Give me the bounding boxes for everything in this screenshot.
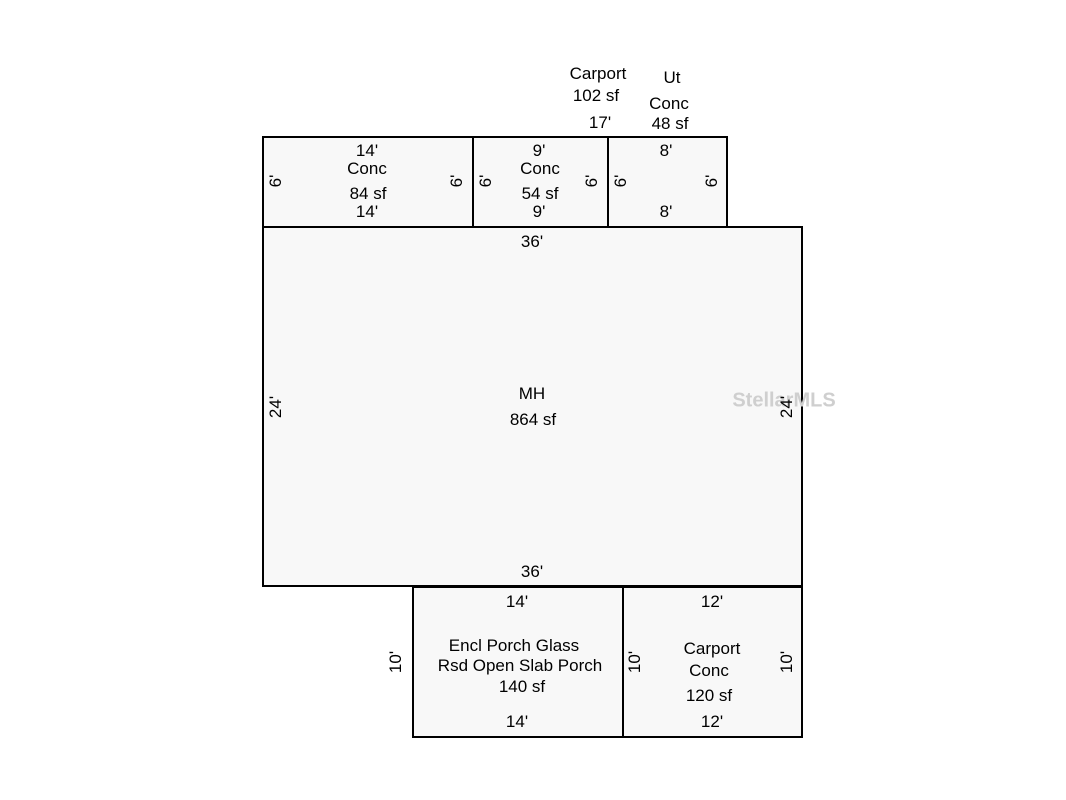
carport120-left-dim: 10' (625, 650, 644, 674)
porch-bottom-dim: 14' (505, 712, 529, 731)
porch-area: 140 sf (498, 677, 546, 696)
carport120-area: 120 sf (685, 686, 733, 705)
ut48-top-dim: 8' (659, 141, 673, 160)
ut48-left-dim: 6' (611, 174, 630, 188)
conc84-label: Conc (347, 159, 387, 178)
conc84-area: 84 sf (349, 184, 387, 203)
carport120-label-1: Carport (683, 639, 741, 658)
mh-bottom-dim: 36' (520, 562, 544, 581)
room-mh (262, 226, 803, 587)
conc84-bottom-dim: 14' (355, 202, 379, 221)
conc54-right-dim: 6' (582, 174, 601, 188)
conc84-top-dim: 14' (355, 141, 379, 160)
porch-label-2: Rsd Open Slab Porch (437, 656, 603, 675)
carport120-right-dim: 10' (777, 650, 796, 674)
mh-label: MH (518, 384, 546, 403)
carport-102-area: 102 sf (572, 86, 620, 105)
watermark: StellarMLS (732, 389, 836, 412)
conc84-left-dim: 6' (266, 174, 285, 188)
ut-label: Ut (663, 68, 681, 87)
ut48-bottom-dim: 8' (659, 202, 673, 221)
mh-right-dim: 24' (777, 395, 796, 419)
conc54-top-dim: 9' (532, 141, 546, 160)
ut-conc-label: Conc (649, 94, 689, 113)
carport120-top-dim: 12' (700, 592, 724, 611)
porch-left-dim: 10' (386, 650, 405, 674)
carport-102-dim: 17' (588, 113, 612, 132)
porch-label-1: Encl Porch Glass (448, 636, 580, 655)
carport-102-label: Carport (569, 64, 627, 83)
room-carport-conc (622, 586, 803, 738)
porch-top-dim: 14' (505, 592, 529, 611)
carport120-label-2: Conc (689, 661, 729, 680)
room-conc-54 (472, 136, 609, 228)
ut-area: 48 sf (651, 114, 689, 133)
conc54-area: 54 sf (521, 184, 559, 203)
conc54-bottom-dim: 9' (532, 202, 546, 221)
ut48-right-dim: 6' (702, 174, 721, 188)
carport120-bottom-dim: 12' (700, 712, 724, 731)
mh-left-dim: 24' (266, 395, 285, 419)
conc54-left-dim: 6' (476, 174, 495, 188)
mh-area: 864 sf (509, 410, 557, 429)
room-conc-84 (262, 136, 474, 228)
conc54-label: Conc (520, 159, 560, 178)
mh-top-dim: 36' (520, 232, 544, 251)
conc84-right-dim: 6' (447, 174, 466, 188)
